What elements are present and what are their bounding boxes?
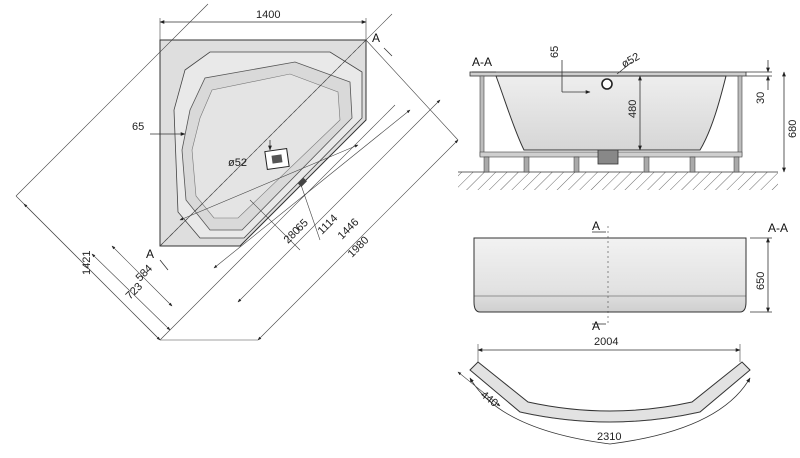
section-dim-height: 680	[787, 120, 799, 138]
plan-view: 1400 65 A A ø52 1421 723 584 280 65 111	[15, 3, 459, 341]
section-rim	[469, 71, 747, 77]
dim-ext-length-top	[15, 3, 209, 197]
panel-plan-shape	[469, 361, 751, 423]
dim-length: 1421	[81, 251, 93, 275]
section-dim-drain: ø52	[620, 51, 642, 71]
panel-marker-top: A	[592, 219, 600, 233]
support-feet	[483, 156, 740, 173]
panel-plan-view: 2004 440 2310	[457, 336, 751, 445]
dim-inner-length: 1446	[336, 216, 362, 242]
section-view: A-A 65 ø52 480 30 680	[458, 46, 799, 190]
dim-width: 1400	[256, 9, 280, 21]
panel-dim-width: 2004	[594, 336, 618, 348]
panel-marker-bottom: A	[592, 319, 600, 333]
panel-dim-height: 650	[755, 272, 767, 290]
section-title: A-A	[472, 55, 492, 69]
floor-hatch	[458, 172, 778, 190]
panel-arc-line	[469, 377, 751, 445]
section-dim-rim: 30	[755, 92, 767, 104]
dim-overall-diagonal: 1980	[346, 234, 372, 260]
section-dim-wall: 65	[549, 46, 561, 58]
section-marker-plan-bottom: A	[146, 247, 154, 261]
dim-wall-left: 65	[132, 121, 144, 133]
panel-side-label: A-A	[768, 221, 788, 235]
front-panel	[473, 237, 747, 313]
dim-drain-diameter: ø52	[228, 157, 247, 169]
front-panel-view: A A A-A 650	[473, 219, 788, 333]
drain-trap-icon	[597, 149, 619, 165]
overflow-icon	[601, 78, 613, 90]
section-marker-plan-top: A	[372, 31, 380, 45]
section-dim-depth: 480	[627, 100, 639, 118]
panel-plan-dim-arc: 2310	[597, 431, 621, 443]
section-tub-body	[495, 75, 727, 151]
